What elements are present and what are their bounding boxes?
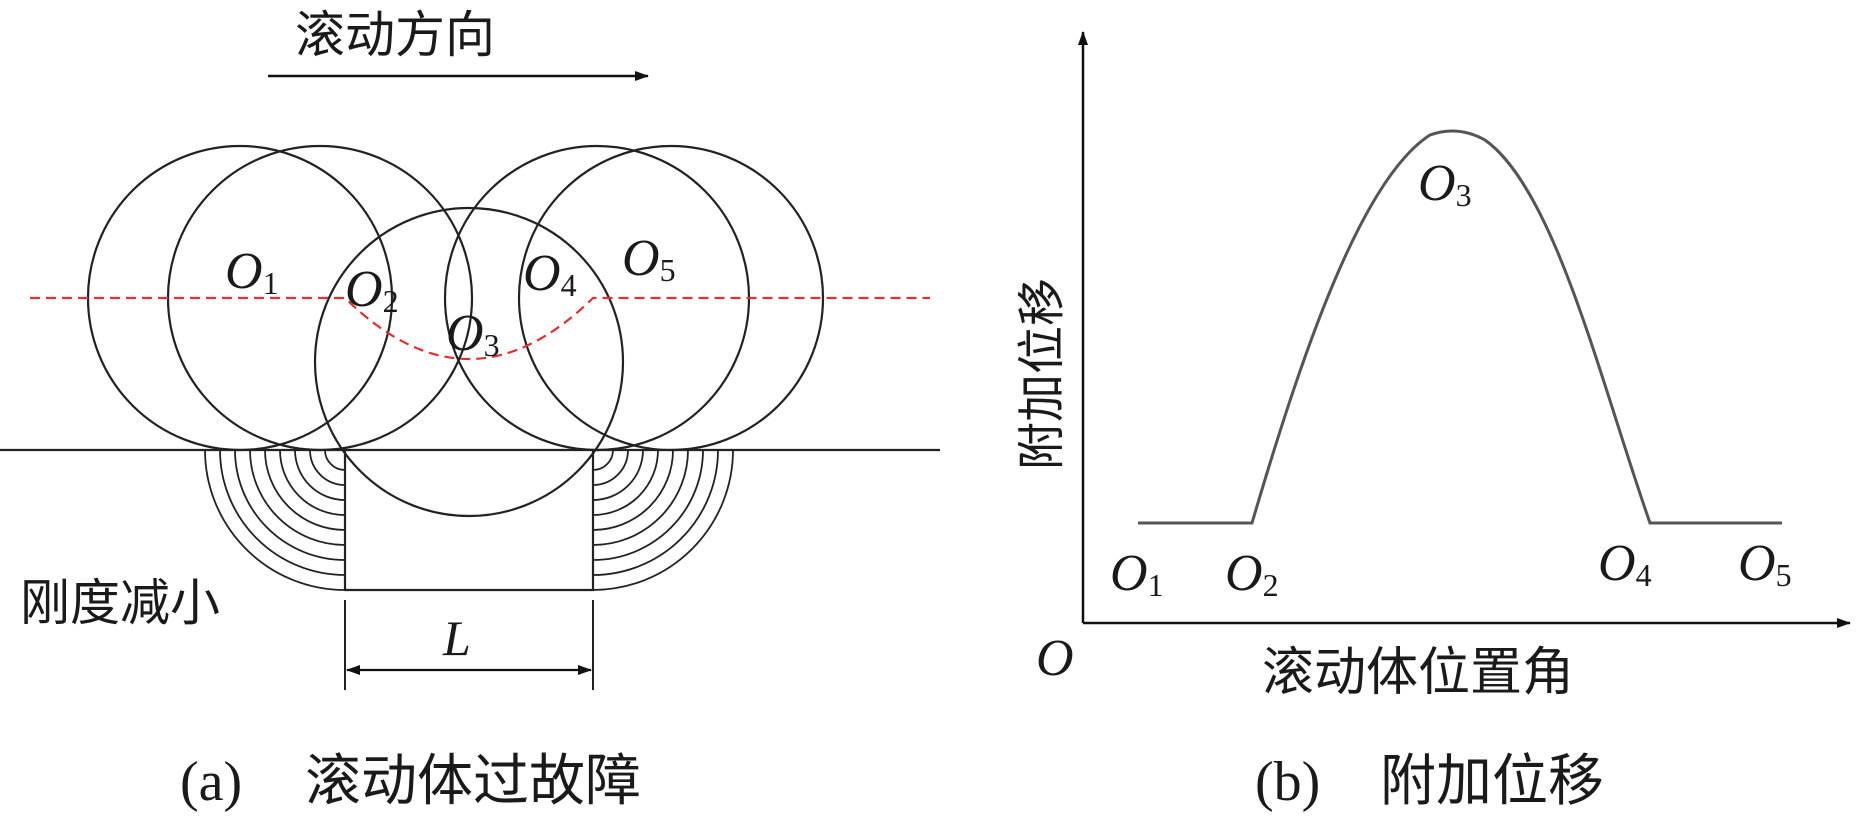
label-o5: O5 [622,230,676,288]
label-o2: O2 [345,261,399,319]
caption-a-text: 滚动体过故障 [305,749,641,814]
origin-label: O [1036,630,1074,687]
panel-a: 滚动方向 [0,6,940,814]
curve-label-o5: O5 [1738,535,1792,593]
label-o1: O1 [225,243,279,301]
y-axis-label: 附加位移 [1014,278,1070,470]
roller-circle-o3 [313,206,625,518]
caption-a-prefix: (a) [180,751,242,813]
curve-label-o4: O4 [1598,535,1652,593]
curve-label-o2: O2 [1225,545,1279,603]
stiffness-reduction-left [204,449,346,591]
curve-label-o3: O3 [1418,155,1472,213]
length-label: L [442,610,471,666]
caption-b-text: 附加位移 [1380,749,1604,814]
stiffness-reduction-label: 刚度减小 [20,574,220,632]
roller-circle-o5 [517,144,825,452]
label-o4: O4 [523,245,577,303]
displacement-curve [1138,129,1782,525]
label-o3: O3 [446,305,500,363]
stiffness-reduction-right [592,449,734,591]
caption-b-prefix: (b) [1255,751,1320,813]
curve-label-o1: O1 [1110,545,1164,603]
rolling-direction-label: 滚动方向 [295,6,495,64]
x-axis-label: 滚动体位置角 [1262,643,1574,703]
panel-b: O 附加位移 滚动体位置角 O1 O2 O3 O4 O5 (b) 附加位移 [1014,31,1851,814]
defect-box [343,450,595,592]
center-trajectory [30,296,930,361]
